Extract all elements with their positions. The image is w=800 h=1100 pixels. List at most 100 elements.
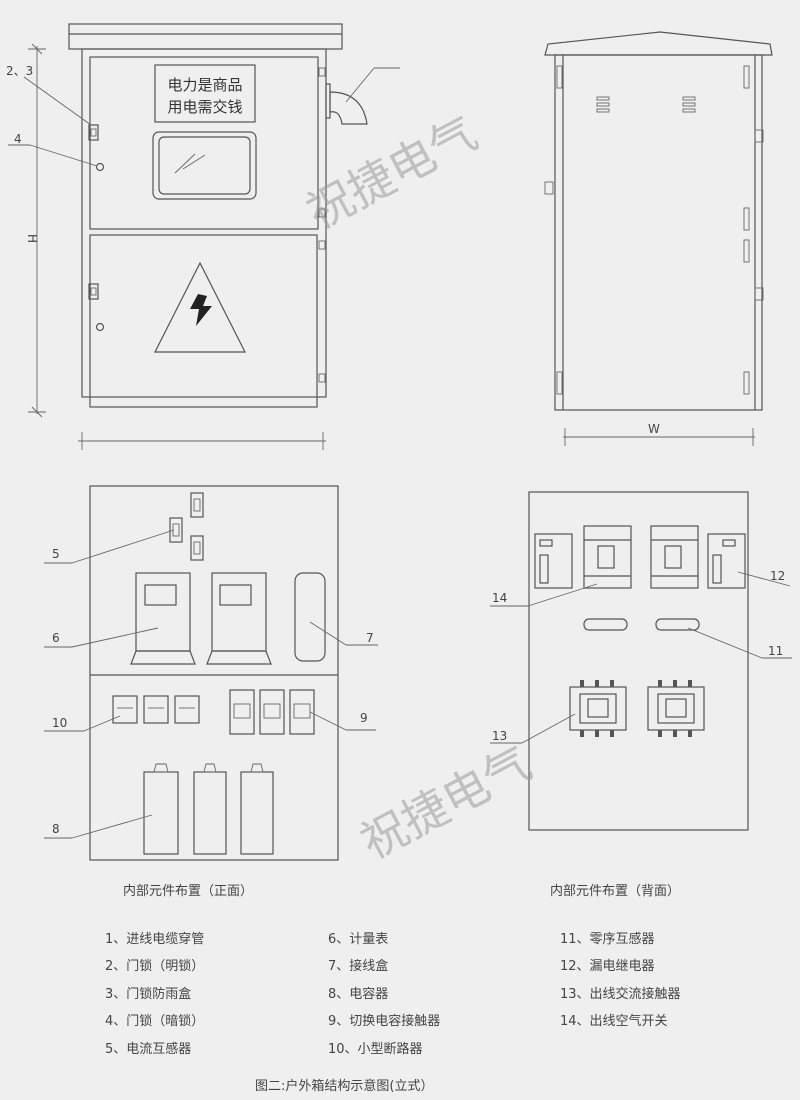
- hinge: [318, 208, 326, 218]
- terminal: [658, 730, 662, 737]
- callout-7: 7: [366, 631, 374, 645]
- legend-item: 3、门锁防雨盒: [105, 987, 192, 1002]
- front-internal-panel: 5 6 7 10 9 8: [44, 485, 378, 861]
- side-roof: [544, 31, 773, 56]
- terminal: [580, 680, 584, 687]
- warning-triangle: [154, 261, 246, 353]
- capacitor-contactor: [289, 689, 315, 735]
- terminal: [688, 730, 692, 737]
- side-details: [544, 65, 764, 395]
- callout-10-leader: [83, 715, 121, 732]
- leakage-relay: [534, 533, 573, 589]
- capacitor-terminal: [203, 763, 217, 773]
- callout-1-leader: [345, 67, 375, 103]
- vent-slot: [682, 102, 696, 107]
- current-transformer-inner: [193, 498, 201, 512]
- legend-item: 10、小型断路器: [328, 1042, 423, 1057]
- side-body: [554, 54, 763, 411]
- height-dimension: H: [25, 43, 46, 418]
- meter-window: [152, 131, 257, 200]
- callout-4: 4: [14, 132, 22, 146]
- cabinet-body: [81, 48, 327, 398]
- callout-12: 12: [770, 569, 785, 583]
- callout-4-leader: [29, 144, 98, 167]
- current-transformer: [190, 492, 204, 518]
- cable-pipe: [329, 91, 368, 125]
- mini-breaker: [112, 695, 138, 724]
- current-transformers: [169, 492, 204, 561]
- callout-2-3: 2、3: [6, 64, 33, 78]
- panel-frame: [528, 491, 749, 831]
- meter-display: [144, 584, 177, 606]
- width-dimension-side: W: [563, 422, 755, 446]
- callout-8-leader: [71, 814, 153, 839]
- component-details: [117, 703, 311, 773]
- lightning-icon: [190, 294, 212, 326]
- side-latch: [754, 287, 764, 301]
- callout-2-3-leader: [23, 76, 92, 126]
- legend-item: 7、接线盒: [328, 959, 389, 974]
- zero-sequence-transformer: [655, 618, 700, 631]
- ac-contactor-face: [657, 693, 695, 724]
- terminal: [673, 730, 677, 737]
- capacitor-terminal: [250, 763, 264, 773]
- ac-contactor-window: [665, 698, 687, 718]
- callout-11: 11: [768, 644, 783, 658]
- current-transformer: [169, 517, 183, 543]
- legend-item: 2、门锁（明锁）: [105, 959, 205, 974]
- callout-9-leader: [309, 711, 347, 731]
- callout-5: 5: [52, 547, 60, 561]
- side-latch: [544, 181, 554, 195]
- meters: [130, 572, 272, 665]
- side-latch: [754, 129, 764, 143]
- side-hinge: [743, 65, 750, 89]
- callout-14-leader: [527, 583, 598, 607]
- meter-display: [219, 584, 252, 606]
- terminal: [688, 680, 692, 687]
- vent-slot: [596, 102, 610, 107]
- callout-8: 8: [52, 822, 60, 836]
- relay-slot: [539, 554, 549, 584]
- junction-box: [294, 572, 326, 662]
- width-dimension-front: [78, 432, 326, 450]
- figure-title: 图二:户外箱结构示意图(立式）: [255, 1079, 434, 1094]
- mini-breaker: [143, 695, 169, 724]
- relay-slot: [712, 554, 722, 584]
- width-dim-label: W: [648, 422, 660, 436]
- current-transformer: [190, 535, 204, 561]
- roof: [68, 23, 343, 50]
- back-internal-panel: 14 12 11 13: [490, 491, 792, 831]
- terminal: [610, 680, 614, 687]
- mini-breaker: [174, 695, 200, 724]
- legend-item: 9、切换电容接触器: [328, 1014, 441, 1029]
- meter-base: [130, 650, 196, 665]
- air-switch: [583, 525, 632, 589]
- contactor-window: [293, 703, 311, 719]
- callout-10: 10: [52, 716, 67, 730]
- vent-slot: [596, 96, 610, 101]
- sign-line-1: 电力是商品: [167, 76, 242, 94]
- panel-frame: [89, 485, 339, 861]
- lock-box-upper: [88, 124, 99, 141]
- terminal: [595, 730, 599, 737]
- callout-12-leader: [737, 571, 791, 587]
- sign-line-2: 用电需交钱: [167, 98, 242, 116]
- watermark: 祝捷电气: [352, 736, 540, 870]
- air-switch-handle: [664, 545, 682, 569]
- side-hinge: [556, 371, 563, 395]
- dim-tick: [31, 43, 43, 55]
- meter-window-glass: [158, 136, 251, 195]
- lock-box-inner: [90, 287, 97, 296]
- leakage-relay: [707, 533, 746, 589]
- ac-contactor-window: [587, 698, 609, 718]
- zero-sequence-transformer: [583, 618, 628, 631]
- current-transformer-inner: [193, 541, 201, 555]
- height-dim-label: H: [25, 234, 39, 243]
- lower-door: [89, 234, 318, 408]
- side-hinge: [743, 207, 750, 231]
- legend-item: 8、电容器: [328, 987, 389, 1002]
- keyhole-icon: [95, 322, 105, 332]
- terminal: [610, 730, 614, 737]
- capacitor-contactor: [229, 689, 255, 735]
- callout-7-leader: [309, 621, 347, 646]
